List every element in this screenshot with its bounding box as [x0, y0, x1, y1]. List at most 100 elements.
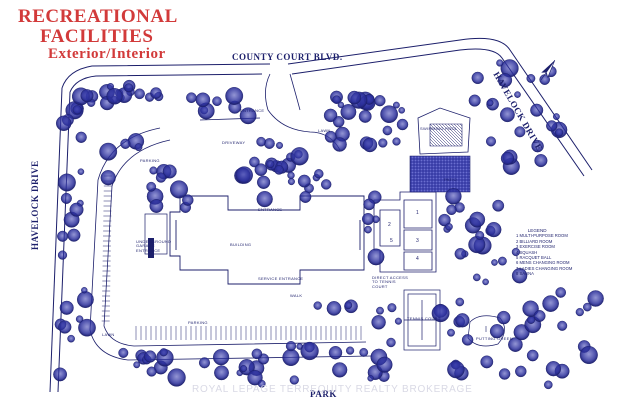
street-county-court: COUNTY COURT BLVD.	[232, 52, 343, 62]
tree-icon	[332, 95, 341, 104]
tree-icon	[58, 173, 76, 192]
tree-icon	[491, 259, 498, 266]
tree-icon	[526, 74, 536, 83]
pool-area	[409, 107, 471, 193]
tree-icon	[498, 368, 511, 380]
label-entrance-mid: ENTRANCE	[258, 207, 283, 212]
tree-icon	[106, 88, 123, 105]
tree-icon	[195, 92, 211, 108]
tree-icon	[186, 92, 197, 103]
tree-icon	[347, 90, 362, 105]
tree-icon	[326, 301, 342, 316]
label-service-entrance: SERVICE ENTRANCE	[258, 276, 304, 281]
tree-icon	[544, 380, 553, 390]
tree-icon	[321, 179, 332, 190]
tree-icon	[392, 137, 401, 146]
tree-icon	[274, 165, 284, 175]
room-number-4: 4	[416, 256, 420, 262]
tree-icon	[249, 156, 260, 168]
tree-icon	[57, 250, 68, 260]
tree-icon	[445, 188, 462, 205]
tree-icon	[69, 202, 84, 217]
trees	[53, 59, 604, 390]
tree-icon	[367, 375, 374, 382]
tree-icon	[455, 297, 465, 307]
tree-icon	[257, 175, 271, 189]
label-driveway: DRIVEWAY	[222, 140, 246, 145]
tree-icon	[514, 91, 521, 98]
tree-icon	[124, 83, 134, 93]
legend-item: 2 BILLIARD ROOM	[516, 238, 553, 244]
tree-icon	[182, 194, 194, 206]
tree-icon	[508, 337, 523, 352]
building-footprint	[169, 195, 365, 285]
title-line-3: Exterior/Interior	[48, 46, 166, 62]
tree-icon	[60, 192, 72, 204]
tree-icon	[514, 126, 526, 138]
tree-icon	[251, 348, 263, 360]
tree-icon	[72, 105, 82, 115]
tree-icon	[530, 103, 544, 117]
label-patio: PATIO	[444, 177, 457, 182]
tree-icon	[455, 313, 470, 328]
tree-icon	[67, 228, 81, 242]
tree-icon	[162, 164, 177, 179]
tree-icon	[120, 138, 131, 149]
tree-icon	[337, 101, 345, 109]
tree-icon	[118, 347, 129, 358]
tree-icon	[57, 230, 69, 242]
legend-item: 4 SQUASH	[516, 249, 538, 255]
tree-icon	[285, 341, 297, 352]
legend-item: 5 RACQUET BALL	[516, 255, 552, 261]
garage-ramp	[144, 213, 168, 258]
tree-icon	[554, 128, 564, 137]
tree-icon	[398, 107, 406, 114]
label-lawn-top: LAWN	[318, 128, 331, 133]
tree-icon	[374, 95, 386, 107]
tree-icon	[492, 199, 505, 212]
tree-icon	[475, 230, 485, 240]
tree-icon	[447, 360, 465, 379]
tree-icon	[332, 137, 347, 152]
room-number-5: 5	[390, 238, 394, 244]
tree-icon	[555, 287, 567, 298]
tree-icon	[447, 328, 455, 337]
label-tennis-court: TENNIS COURT	[407, 316, 441, 321]
tree-icon	[542, 295, 559, 312]
tree-icon	[56, 115, 72, 132]
tree-icon	[553, 113, 560, 121]
roads	[49, 37, 593, 393]
tree-icon	[344, 301, 353, 310]
tree-icon	[461, 334, 474, 346]
tree-icon	[471, 71, 484, 85]
tree-icon	[500, 151, 515, 166]
tree-icon	[522, 300, 539, 317]
watermark: ROYAL LEPAGE TERREQUITY REALTY BROKERAGE	[192, 384, 473, 395]
tree-icon	[155, 172, 167, 183]
tree-icon	[214, 365, 229, 381]
legend-item: 7 LADIES CHANGING ROOM	[516, 265, 573, 271]
tree-icon	[533, 310, 546, 322]
tree-icon	[497, 73, 513, 88]
tree-icon	[472, 273, 481, 282]
tree-icon	[387, 303, 397, 313]
tree-icon	[531, 139, 544, 153]
tree-icon	[445, 222, 453, 231]
tree-icon	[486, 222, 502, 238]
tree-icon	[499, 107, 515, 123]
room-number-1: 1	[416, 210, 420, 216]
tree-icon	[438, 213, 451, 227]
label-swimming-pool: SWIMMING POOL	[420, 126, 458, 131]
tree-icon	[545, 361, 562, 377]
tree-icon	[254, 163, 268, 176]
tree-icon	[67, 334, 75, 343]
tree-icon	[454, 247, 467, 260]
north-arrow-icon	[540, 59, 556, 81]
tree-icon	[511, 268, 528, 284]
tree-icon	[256, 136, 266, 147]
tree-icon	[575, 308, 584, 317]
tree-icon	[382, 125, 393, 136]
tree-icon	[557, 320, 568, 331]
tree-icon	[497, 256, 507, 266]
